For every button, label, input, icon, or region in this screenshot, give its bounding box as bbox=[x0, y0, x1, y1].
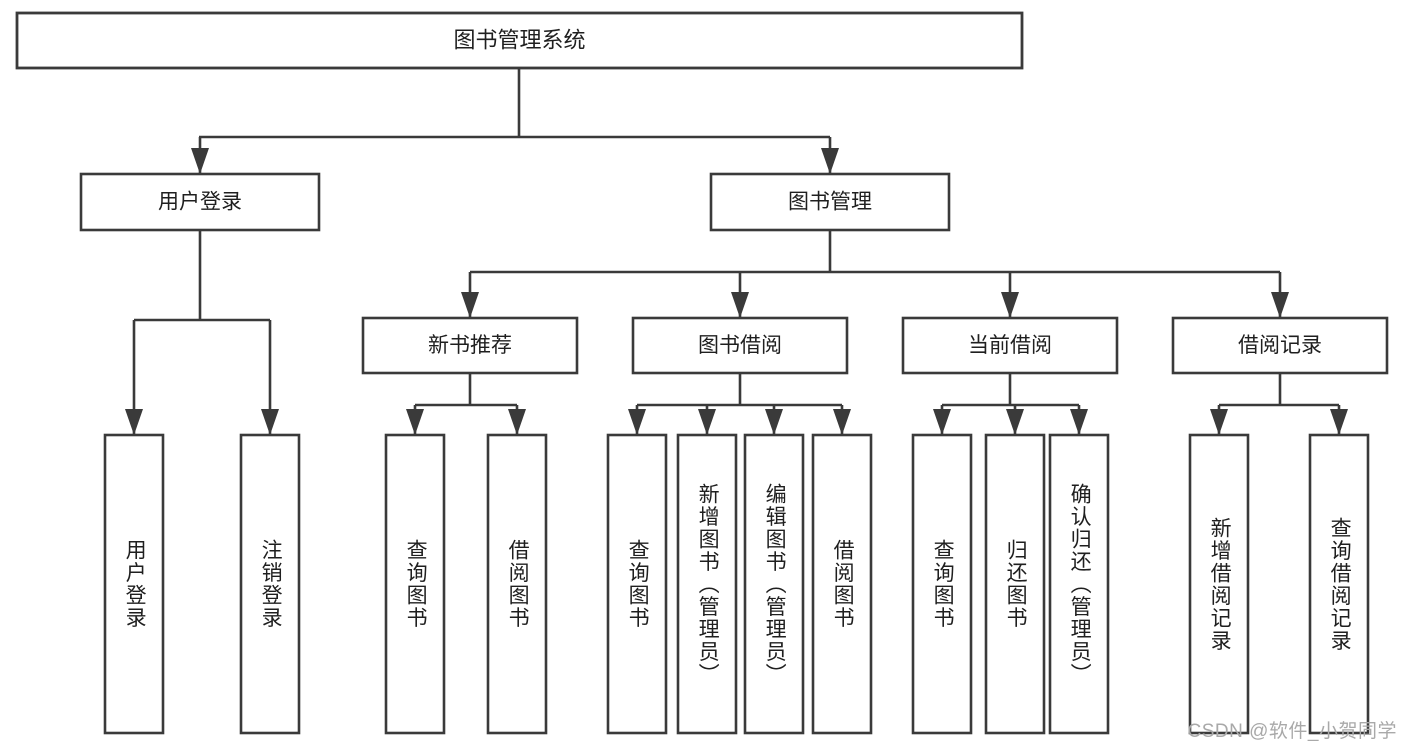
node-label-new-book-recommend: 新书推荐 bbox=[428, 334, 512, 357]
arrow-head-icon-new-book-recommend bbox=[461, 292, 479, 318]
node-box-borrow-record[interactable] bbox=[1171, 316, 1389, 375]
arrow-head-icon-leaf-borrow-book-rec bbox=[508, 409, 526, 435]
arrow-head-icon-borrow-record bbox=[1271, 292, 1289, 318]
node-box-root[interactable] bbox=[15, 11, 1024, 70]
arrow-head-icon-leaf-logout bbox=[261, 409, 279, 435]
node-label-current-borrow: 当前借阅 bbox=[968, 334, 1052, 357]
arrow-head-icon-leaf-edit-book bbox=[765, 409, 783, 435]
arrow-head-icon-leaf-add-book bbox=[698, 409, 716, 435]
arrow-head-icon-book-manage bbox=[821, 148, 839, 174]
node-label-root: 图书管理系统 bbox=[453, 27, 585, 52]
node-box-leaf-borrow-book[interactable] bbox=[811, 433, 873, 735]
node-box-book-borrow[interactable] bbox=[631, 316, 849, 375]
node-label-book-borrow: 图书借阅 bbox=[698, 334, 782, 357]
node-label-book-manage: 图书管理 bbox=[788, 191, 872, 214]
arrow-head-icon-leaf-borrow-book bbox=[833, 409, 851, 435]
arrow-head-icon-leaf-query-book-borrow bbox=[628, 409, 646, 435]
node-box-leaf-confirm-return[interactable] bbox=[1048, 433, 1110, 735]
connector-layer bbox=[125, 68, 1348, 435]
node-box-leaf-add-record[interactable] bbox=[1188, 433, 1250, 735]
node-label-user-login: 用户登录 bbox=[158, 191, 242, 214]
node-label-borrow-record: 借阅记录 bbox=[1238, 334, 1322, 357]
node-box-leaf-query-book-cur[interactable] bbox=[911, 433, 973, 735]
node-box-book-manage[interactable] bbox=[709, 172, 951, 232]
arrow-head-icon-leaf-return-book bbox=[1006, 409, 1024, 435]
node-box-leaf-query-book-borrow[interactable] bbox=[606, 433, 668, 735]
arrow-head-icon-leaf-query-book-cur bbox=[933, 409, 951, 435]
node-box-leaf-logout[interactable] bbox=[239, 433, 301, 735]
arrow-head-icon-leaf-query-record bbox=[1330, 409, 1348, 435]
arrow-head-icon-leaf-add-record bbox=[1210, 409, 1228, 435]
node-box-user-login[interactable] bbox=[79, 172, 321, 232]
node-box-current-borrow[interactable] bbox=[901, 316, 1119, 375]
arrow-head-icon-book-borrow bbox=[731, 292, 749, 318]
node-box-leaf-add-book[interactable] bbox=[676, 433, 738, 735]
node-box-leaf-query-record[interactable] bbox=[1308, 433, 1370, 735]
box-layer bbox=[15, 11, 1389, 735]
node-box-leaf-return-book[interactable] bbox=[984, 433, 1046, 735]
node-box-new-book-recommend[interactable] bbox=[361, 316, 579, 375]
csdn-watermark: CSDN @软件_小贺同学 bbox=[1187, 721, 1397, 742]
arrow-head-icon-leaf-query-book-rec bbox=[406, 409, 424, 435]
arrow-head-icon-leaf-confirm-return bbox=[1070, 409, 1088, 435]
arrow-head-icon-leaf-user-login bbox=[125, 409, 143, 435]
node-box-leaf-query-book-rec[interactable] bbox=[384, 433, 446, 735]
node-box-leaf-borrow-book-rec[interactable] bbox=[486, 433, 548, 735]
arrow-head-icon-user-login bbox=[191, 148, 209, 174]
arrow-head-icon-current-borrow bbox=[1001, 292, 1019, 318]
node-box-leaf-edit-book[interactable] bbox=[743, 433, 805, 735]
node-box-leaf-user-login[interactable] bbox=[103, 433, 165, 735]
